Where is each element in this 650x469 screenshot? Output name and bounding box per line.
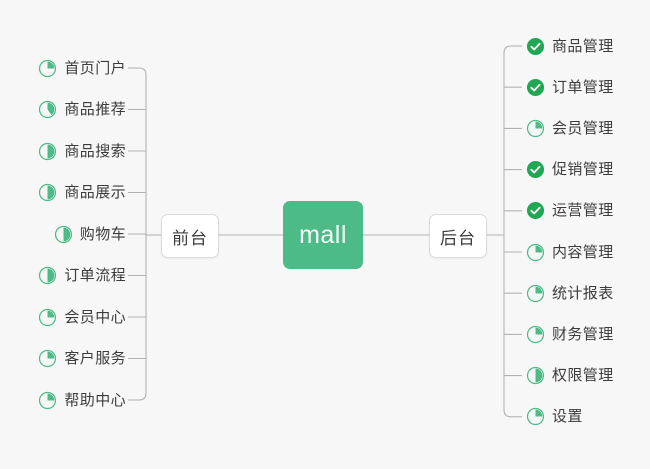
leaf-node-label: 购物车 xyxy=(79,225,126,243)
leaf-node-label: 订单流程 xyxy=(64,267,126,284)
root-node-mall[interactable]: mall xyxy=(283,201,363,269)
leaf-node[interactable]: 商品展示 xyxy=(38,181,126,205)
pie-progress-icon xyxy=(526,325,545,343)
leaf-node-label: 商品展示 xyxy=(64,184,126,201)
leaf-node-label: 设置 xyxy=(552,408,583,426)
leaf-node-label: 帮助中心 xyxy=(64,391,126,409)
pie-progress-icon xyxy=(39,59,57,77)
pie-progress-icon xyxy=(526,408,545,426)
leaf-node-label: 商品搜索 xyxy=(64,142,126,160)
pie-progress-icon xyxy=(39,391,57,409)
leaf-node[interactable]: 财务管理 xyxy=(526,322,614,346)
right-spine xyxy=(503,45,512,418)
leaf-node[interactable]: 会员管理 xyxy=(526,116,614,140)
leaf-node[interactable]: 内容管理 xyxy=(526,240,614,264)
leaf-node-label: 内容管理 xyxy=(552,243,614,261)
pie-progress-icon xyxy=(526,284,545,302)
leaf-node-label: 统计报表 xyxy=(552,284,614,302)
pie-progress-icon xyxy=(39,183,57,202)
pie-progress-icon xyxy=(39,349,57,368)
leaf-node-label: 促销管理 xyxy=(552,161,614,179)
pie-progress-icon xyxy=(526,366,545,385)
pie-progress-icon xyxy=(54,225,72,243)
leaf-node-label: 会员管理 xyxy=(552,119,614,137)
check-circle-icon xyxy=(526,161,545,179)
leaf-node-label: 客户服务 xyxy=(64,350,126,367)
pie-progress-icon xyxy=(39,266,57,285)
leaf-node[interactable]: 首页门户 xyxy=(38,56,126,80)
leaf-node[interactable]: 商品管理 xyxy=(526,34,614,58)
check-circle-icon xyxy=(526,37,545,55)
leaf-node-label: 会员中心 xyxy=(64,308,126,326)
pie-progress-icon xyxy=(526,243,545,261)
check-circle-icon xyxy=(526,202,545,220)
leaf-node[interactable]: 订单流程 xyxy=(38,264,126,288)
pie-progress-icon xyxy=(526,119,545,137)
leaf-node[interactable]: 设置 xyxy=(526,405,583,429)
branch-node-back[interactable]: 后台 xyxy=(429,214,487,258)
leaf-node[interactable]: 权限管理 xyxy=(526,364,614,388)
branch-node-front[interactable]: 前台 xyxy=(161,214,219,258)
leaf-node[interactable]: 订单管理 xyxy=(526,75,614,99)
leaf-node[interactable]: 商品搜索 xyxy=(38,139,126,163)
check-circle-icon xyxy=(526,78,545,96)
leaf-node-label: 订单管理 xyxy=(552,78,614,96)
leaf-node-label: 权限管理 xyxy=(552,367,614,385)
leaf-node[interactable]: 统计报表 xyxy=(526,281,614,305)
leaf-node-label: 商品管理 xyxy=(552,37,614,55)
leaf-node[interactable]: 会员中心 xyxy=(38,305,126,329)
pie-progress-icon xyxy=(39,308,57,326)
pie-progress-icon xyxy=(39,142,57,160)
leaf-node-label: 首页门户 xyxy=(64,59,126,77)
leaf-node[interactable]: 促销管理 xyxy=(526,158,614,182)
leaf-node[interactable]: 购物车 xyxy=(54,222,126,246)
leaf-node[interactable]: 帮助中心 xyxy=(38,388,126,412)
leaf-node-label: 商品推荐 xyxy=(64,101,126,118)
leaf-node-label: 运营管理 xyxy=(552,202,614,220)
leaf-node[interactable]: 运营管理 xyxy=(526,199,614,223)
pie-progress-icon xyxy=(39,100,57,119)
leaf-node[interactable]: 客户服务 xyxy=(38,347,126,371)
leaf-node-label: 财务管理 xyxy=(552,325,614,343)
leaf-node[interactable]: 商品推荐 xyxy=(38,98,126,122)
